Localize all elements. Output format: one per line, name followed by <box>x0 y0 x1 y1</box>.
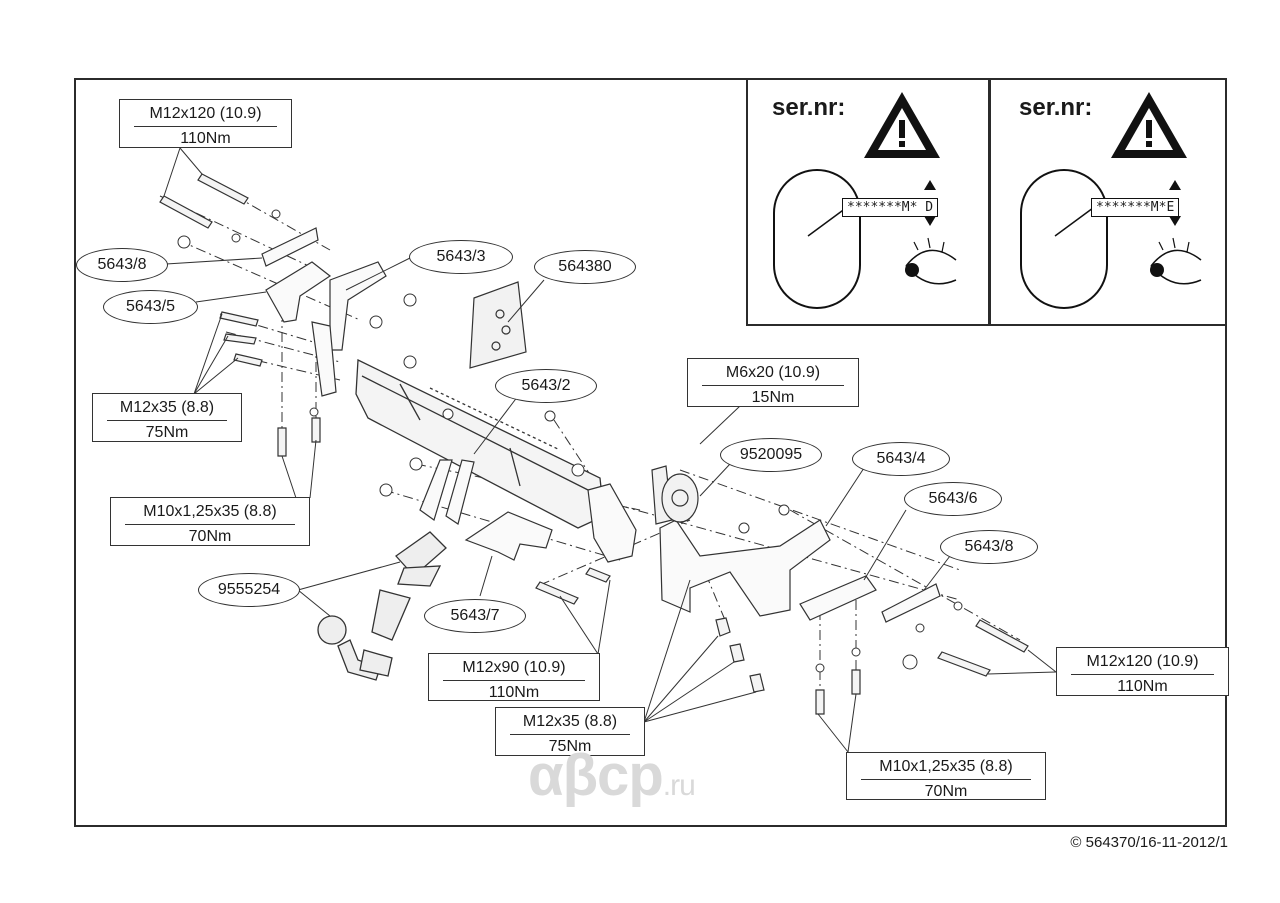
eye-icon <box>1150 180 1202 285</box>
drawing-frame <box>74 78 1227 827</box>
serial-title: ser.nr: <box>1019 94 1093 121</box>
spec-box-m12x35-left: M12x35 (8.8) 75Nm <box>92 393 242 442</box>
part-label-5643-8-right: 5643/8 <box>940 530 1038 564</box>
spec-divider <box>1071 674 1214 675</box>
spec-divider <box>125 524 295 525</box>
spec-divider <box>861 779 1031 780</box>
spec-divider <box>134 126 277 127</box>
torque-value: 75Nm <box>145 424 189 441</box>
spec-divider <box>443 680 585 681</box>
copyright-footer: © 564370/16-11-2012/1 <box>1070 834 1228 851</box>
torque-value: 15Nm <box>751 389 795 406</box>
bolt-spec: M12x90 (10.9) <box>462 659 566 676</box>
part-label-5643-2: 5643/2 <box>495 369 597 403</box>
left-mounting-plates <box>261 227 387 397</box>
cross-beam <box>355 358 605 529</box>
bolt-spec: M12x120 (10.9) <box>149 105 262 122</box>
towball-assembly <box>317 531 447 681</box>
leader-lines <box>163 147 1057 753</box>
spec-box-m10x1-25x35-left: M10x1,25x35 (8.8) 70Nm <box>110 497 310 546</box>
spec-divider <box>702 385 844 386</box>
torque-value: 110Nm <box>180 130 231 147</box>
bolt-spec: M10x1,25x35 (8.8) <box>879 758 1013 775</box>
spec-box-m12x90: M12x90 (10.9) 110Nm <box>428 653 600 701</box>
spec-divider <box>510 734 630 735</box>
serial-warning-panel-right: ser.nr: *******M*E <box>989 78 1227 326</box>
torque-value: 75Nm <box>548 738 592 755</box>
part-label-5643-8-left: 5643/8 <box>76 248 168 282</box>
warning-triangle-icon <box>864 92 940 158</box>
serial-tag: *******M* D <box>842 198 939 217</box>
center-brackets <box>419 459 553 561</box>
serial-warning-panel-left: ser.nr: *******M* D <box>746 78 990 326</box>
spec-box-m12x35-center: M12x35 (8.8) 75Nm <box>495 707 645 756</box>
spec-box-m12x120-right: M12x120 (10.9) 110Nm <box>1056 647 1229 696</box>
spec-divider <box>107 420 227 421</box>
spec-box-m10x1-25x35-right: M10x1,25x35 (8.8) 70Nm <box>846 752 1046 800</box>
torque-value: 70Nm <box>188 528 232 545</box>
watermark-logo: αβcp.ru <box>528 742 696 809</box>
eye-icon <box>905 180 957 285</box>
part-label-5643-7: 5643/7 <box>424 599 526 633</box>
part-label-564380: 564380 <box>534 250 636 284</box>
warning-triangle-icon <box>1111 92 1187 158</box>
bolt-spec: M6x20 (10.9) <box>725 364 821 381</box>
part-564380-plate <box>469 281 527 369</box>
part-label-5643-4: 5643/4 <box>852 442 950 476</box>
part-label-5643-5: 5643/5 <box>103 290 198 324</box>
watermark-main: αβcp <box>528 743 664 808</box>
nuts-and-washers <box>177 209 963 673</box>
part-label-5643-6: 5643/6 <box>904 482 1002 516</box>
spec-box-m6x20: M6x20 (10.9) 15Nm <box>687 358 859 407</box>
right-side-bracket <box>587 483 941 623</box>
part-label-9555254: 9555254 <box>198 573 300 607</box>
torque-value: 110Nm <box>488 684 540 701</box>
serial-tag: *******M*E <box>1091 198 1180 217</box>
bolts <box>159 173 1029 715</box>
part-label-5643-3: 5643/3 <box>409 240 513 274</box>
torque-value: 70Nm <box>924 783 968 800</box>
watermark-suffix: .ru <box>662 769 696 802</box>
bolt-spec: M12x35 (8.8) <box>119 399 215 416</box>
part-label-9520095: 9520095 <box>720 438 822 472</box>
serial-value: *******M*E <box>1096 200 1175 215</box>
bolt-spec: M10x1,25x35 (8.8) <box>143 503 277 520</box>
torque-value: 110Nm <box>1117 678 1168 695</box>
serial-value: *******M* D <box>847 200 934 215</box>
spec-box-m12x120-top-left: M12x120 (10.9) 110Nm <box>119 99 292 148</box>
bolt-spec: M12x120 (10.9) <box>1086 653 1199 670</box>
plate-outline-icon <box>773 169 861 309</box>
serial-title: ser.nr: <box>772 94 846 121</box>
bolt-spec: M12x35 (8.8) <box>522 713 618 730</box>
plate-outline-icon <box>1020 169 1108 309</box>
electric-socket-9520095 <box>651 465 699 525</box>
